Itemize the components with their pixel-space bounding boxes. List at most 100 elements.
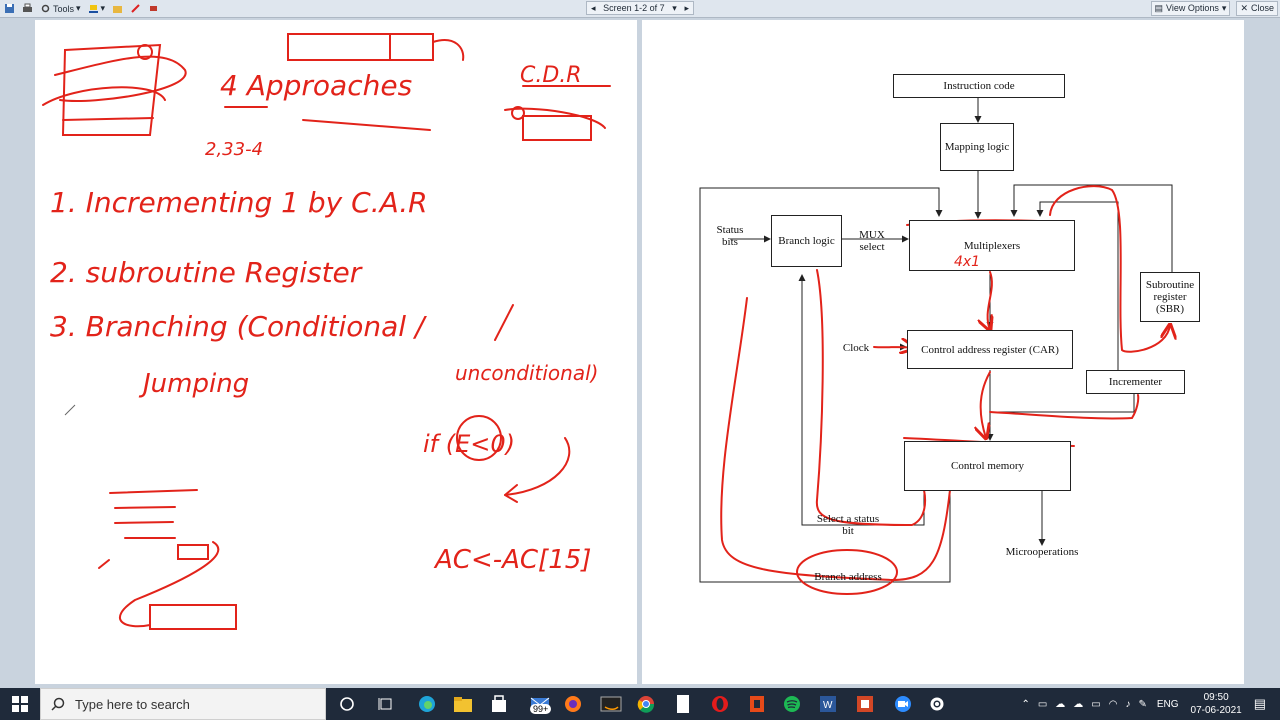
- save-icon: [5, 4, 14, 13]
- amazon-app[interactable]: [595, 688, 627, 720]
- tools-menu[interactable]: Tools▾: [38, 2, 83, 16]
- mux-select-label: MUX select: [859, 229, 885, 253]
- opera-app[interactable]: [704, 688, 736, 720]
- clock-time: 09:50: [1203, 692, 1229, 703]
- handwriting-canvas: 4 Approaches C.D.R 2,33-4 1. Incrementin…: [42, 33, 611, 630]
- office-app[interactable]: [741, 688, 773, 720]
- microoperations-label: Microoperations: [1005, 546, 1079, 558]
- document-icon: [677, 695, 689, 713]
- store-app[interactable]: [483, 688, 515, 720]
- gear-icon: [930, 697, 944, 711]
- chrome-icon: [637, 696, 655, 713]
- settings-app[interactable]: [921, 688, 953, 720]
- condition-note: if (E<0): [423, 430, 515, 458]
- item-branching: 3. Branching (Conditional /: [50, 310, 427, 343]
- onedrive-icon[interactable]: ☁: [1073, 698, 1084, 710]
- network-drive-icon[interactable]: ☁: [1055, 698, 1066, 710]
- tools-label: Tools: [53, 3, 75, 14]
- instruction-code-box: Instruction code: [893, 74, 1065, 98]
- search-icon: [51, 697, 65, 711]
- battery-icon[interactable]: ▭: [1091, 698, 1101, 710]
- cdr-label: C.D.R: [520, 63, 582, 88]
- pen-button[interactable]: [128, 2, 143, 16]
- save-button[interactable]: [2, 2, 17, 16]
- svg-text:W: W: [823, 700, 833, 711]
- store-icon: [492, 695, 506, 712]
- start-button[interactable]: [0, 688, 40, 720]
- select-status-bit-label: Select a status bit: [816, 513, 880, 537]
- language-indicator[interactable]: ENG: [1156, 698, 1179, 710]
- eraser-icon: [150, 6, 158, 11]
- volume-icon[interactable]: ♪: [1125, 698, 1131, 710]
- powerpoint-icon: [857, 696, 873, 712]
- firefox-icon: [565, 696, 581, 712]
- branch-address-label: Branch address: [814, 571, 882, 583]
- cortana-button[interactable]: [331, 688, 363, 720]
- edge-icon: [419, 696, 435, 712]
- notifications-icon[interactable]: ▤: [1253, 696, 1266, 711]
- mapping-logic-box: Mapping logic: [940, 123, 1014, 171]
- branch-logic-box: Branch logic: [771, 215, 842, 267]
- mux-annotation: 4x1: [953, 254, 981, 270]
- incrementer-box: Incrementer: [1086, 370, 1185, 394]
- view-options-label: View Options: [1166, 3, 1219, 13]
- clock-label: Clock: [842, 342, 870, 354]
- zoom-icon: [895, 696, 911, 712]
- mail-app[interactable]: 99+: [524, 688, 556, 720]
- blank-document-app[interactable]: [667, 688, 699, 720]
- close-icon: ✕: [1240, 2, 1248, 13]
- screen-label: Screen 1-2 of 7: [603, 3, 665, 13]
- file-explorer-app[interactable]: [447, 688, 479, 720]
- chevron-down-icon: ▾: [100, 3, 106, 13]
- spotify-app[interactable]: [776, 688, 808, 720]
- windows-logo-icon: [12, 696, 28, 712]
- chrome-app[interactable]: [630, 688, 662, 720]
- status-bits-label: Status bits: [716, 224, 744, 248]
- spotify-icon: [784, 696, 800, 712]
- pages-note: 2,33-4: [205, 139, 263, 160]
- folder-button[interactable]: [110, 2, 125, 16]
- meet-now-icon[interactable]: ▭: [1037, 698, 1048, 710]
- chevron-down-icon: ▾: [1221, 2, 1227, 13]
- ac-note: AC<-AC[15]: [433, 545, 591, 575]
- show-hidden-icons-icon[interactable]: ⌃: [1021, 698, 1030, 710]
- left-page-notes[interactable]: 4 Approaches C.D.R 2,33-4 1. Incrementin…: [35, 20, 637, 684]
- system-tray: ⌃ ▭ ☁ ☁ ▭ ◠ ♪ ✎ ENG 09:50 07-06-2021 ▤: [1021, 688, 1280, 720]
- control-memory-box: Control memory: [904, 441, 1071, 491]
- search-placeholder: Type here to search: [75, 696, 190, 712]
- item-jumping: Jumping: [138, 369, 249, 399]
- approaches-title: 4 Approaches: [220, 69, 412, 102]
- word-app[interactable]: W: [812, 688, 844, 720]
- prev-screen-icon[interactable]: ◂: [591, 2, 596, 13]
- zoom-app[interactable]: [887, 688, 919, 720]
- windows-taskbar: Type here to search 99+ W ⌃ ▭ ☁ ☁ ▭ ◠ ♪ …: [0, 688, 1280, 720]
- close-button[interactable]: ✕Close: [1236, 0, 1278, 16]
- print-button[interactable]: [20, 2, 35, 16]
- taskbar-search-box[interactable]: Type here to search: [40, 688, 326, 720]
- print-icon: [23, 3, 32, 12]
- eraser-button[interactable]: [146, 2, 161, 16]
- view-options-icon: ▤: [1154, 2, 1164, 13]
- task-view-button[interactable]: [370, 688, 402, 720]
- pen-icon: [131, 4, 140, 13]
- clock-date: 07-06-2021: [1190, 705, 1242, 716]
- wifi-icon[interactable]: ◠: [1108, 698, 1118, 710]
- highlighter-button[interactable]: ▾: [86, 2, 108, 16]
- taskbar-clock[interactable]: 09:50 07-06-2021: [1191, 691, 1242, 717]
- folder-icon: [454, 697, 472, 712]
- firefox-app[interactable]: [557, 688, 589, 720]
- word-icon: W: [820, 696, 836, 712]
- right-page-diagram[interactable]: Instruction code Mapping logic Status bi…: [642, 20, 1244, 684]
- next-screen-icon[interactable]: ▸: [684, 2, 689, 13]
- pen-workspace-icon[interactable]: ✎: [1138, 698, 1147, 710]
- edge-app[interactable]: [411, 688, 443, 720]
- item-subroutine: 2. subroutine Register: [50, 256, 363, 289]
- amazon-icon: [600, 696, 622, 712]
- item-unconditional: unconditional): [455, 361, 598, 385]
- mail-badge: 99+: [530, 704, 552, 714]
- folder-icon: [113, 6, 123, 13]
- office-icon: [750, 696, 764, 712]
- screen-navigator[interactable]: ◂ Screen 1-2 of 7 ▾ ▸: [586, 1, 694, 15]
- powerpoint-app[interactable]: [849, 688, 881, 720]
- view-options-button[interactable]: ▤View Options▾: [1150, 0, 1231, 16]
